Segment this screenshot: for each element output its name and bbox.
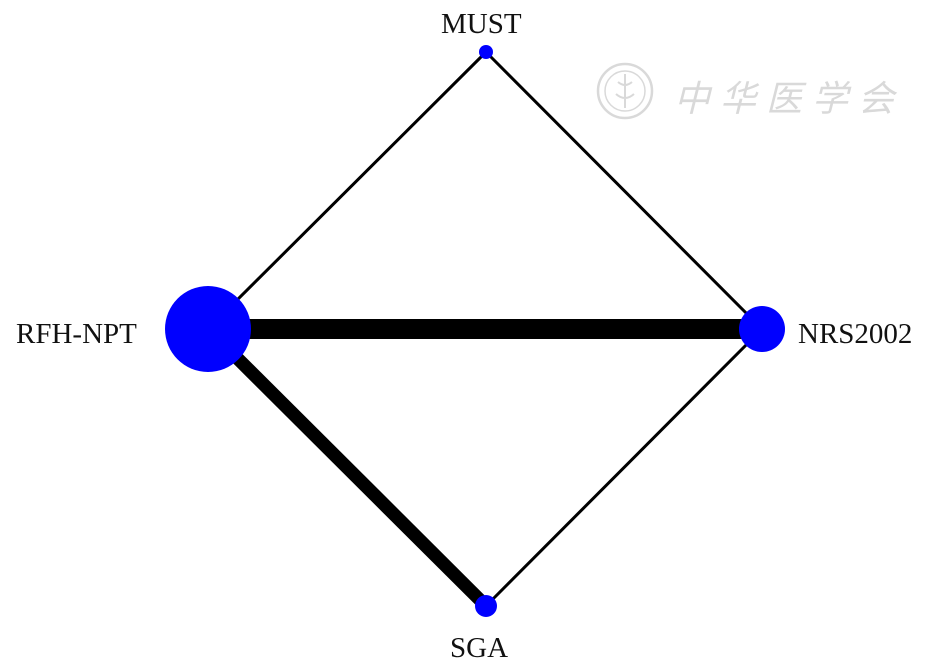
edge-nrs-sga: [484, 327, 764, 608]
watermark: 中华医学会: [596, 60, 894, 122]
seal-logo-icon: [596, 62, 654, 120]
node-must: [479, 45, 493, 59]
node-nrs: [739, 306, 785, 352]
edge-must-nrs: [484, 50, 764, 331]
node-rfh: [165, 286, 251, 372]
node-label-sga: SGA: [450, 632, 509, 664]
watermark-text: 中华医学会: [674, 79, 905, 120]
node-label-must: MUST: [441, 8, 522, 40]
node-sga: [475, 595, 497, 617]
node-label-rfh-npt: RFH-NPT: [16, 318, 137, 350]
edge-rfh-sga: [203, 324, 491, 611]
edges-layer: [203, 50, 764, 611]
node-label-nrs2002: NRS2002: [798, 318, 913, 350]
nodes-layer: [165, 45, 785, 617]
edge-rfh-must: [206, 50, 488, 331]
